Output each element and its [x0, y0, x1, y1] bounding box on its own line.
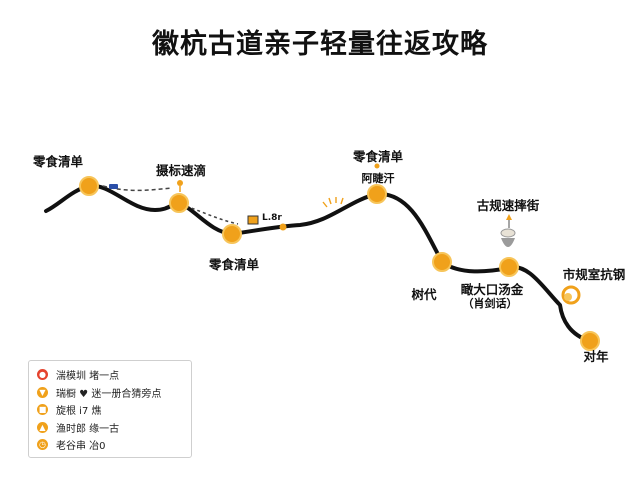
label-guide-1: 摄标速滴: [155, 163, 207, 178]
map-pin-icon: [374, 163, 380, 169]
stop-small: [279, 223, 287, 231]
legend-box: ● 湍模圳 堵一点 ▼ 瑞橱 ♥ 迷一册合猜旁点 ■ 旋根 ⅰ7 燋 ▲ 渔时郎…: [28, 360, 192, 458]
label-end: 对年: [583, 349, 609, 364]
legend-item: ▼ 瑞橱 ♥ 迷一册合猜旁点: [37, 384, 183, 402]
route-path: [44, 183, 592, 343]
map-pin-icon: [506, 214, 512, 228]
stop-snack-2[interactable]: [222, 224, 242, 244]
stop-snack-3[interactable]: [367, 184, 387, 204]
legend-item: ◷ 老谷串 冶0: [37, 436, 183, 454]
legend-item: ● 湍模圳 堵一点: [37, 366, 183, 384]
start-marker-icon: [109, 184, 118, 189]
legend-text: 湍模圳 堵一点: [56, 371, 120, 383]
orange-person-icon: ▲: [37, 421, 48, 433]
legend-text: 瑞橱 ♥ 迷一册合猜旁点: [56, 388, 162, 400]
label-snack-2: 零食清单: [208, 257, 260, 272]
label-guide-3: 市规室抗钢: [562, 267, 626, 282]
stop-left[interactable]: [432, 252, 452, 272]
label-stop-mid: 瞰大口汤金: [460, 282, 524, 297]
legend-text: 老谷串 冶0: [56, 441, 106, 453]
label-stop-mid-sub: （肖剑话）: [462, 297, 518, 310]
legend-text: 旋根 ⅰ7 燋: [56, 406, 102, 418]
map-pin-icon: [177, 180, 183, 192]
legend-item: ▲ 渔时郎 缘一古: [37, 419, 183, 437]
label-stop-left: 树代: [411, 287, 437, 302]
sun-ray-icon: [322, 197, 344, 208]
page-title: 徽杭古道亲子轻量往返攻略: [152, 29, 488, 60]
side-trail-2: [185, 205, 239, 225]
tag-marker: [247, 215, 259, 225]
stop-guide-3[interactable]: [561, 285, 581, 305]
orange-pin-icon: ▼: [37, 386, 48, 398]
stop-guide-1[interactable]: [169, 193, 189, 213]
orange-bag-icon: ■: [37, 404, 48, 416]
stop-snack-1[interactable]: [79, 176, 99, 196]
stop-end[interactable]: [580, 331, 600, 351]
label-guide-2: 古规速摔街: [476, 198, 540, 213]
stop-mid[interactable]: [499, 257, 519, 277]
label-snack-1: 零食清单: [32, 154, 84, 169]
legend-text: 渔时郎 缘一古: [56, 423, 120, 435]
orange-clock-icon: ◷: [37, 439, 48, 451]
label-snack-3-sub: 阿睫汗: [361, 172, 395, 185]
label-tag-a: L.8r: [262, 213, 282, 223]
label-snack-3: 零食清单: [352, 149, 404, 164]
landmark-icon: [500, 228, 516, 247]
legend-item: ■ 旋根 ⅰ7 燋: [37, 401, 183, 419]
red-dot-icon: ●: [37, 369, 48, 381]
